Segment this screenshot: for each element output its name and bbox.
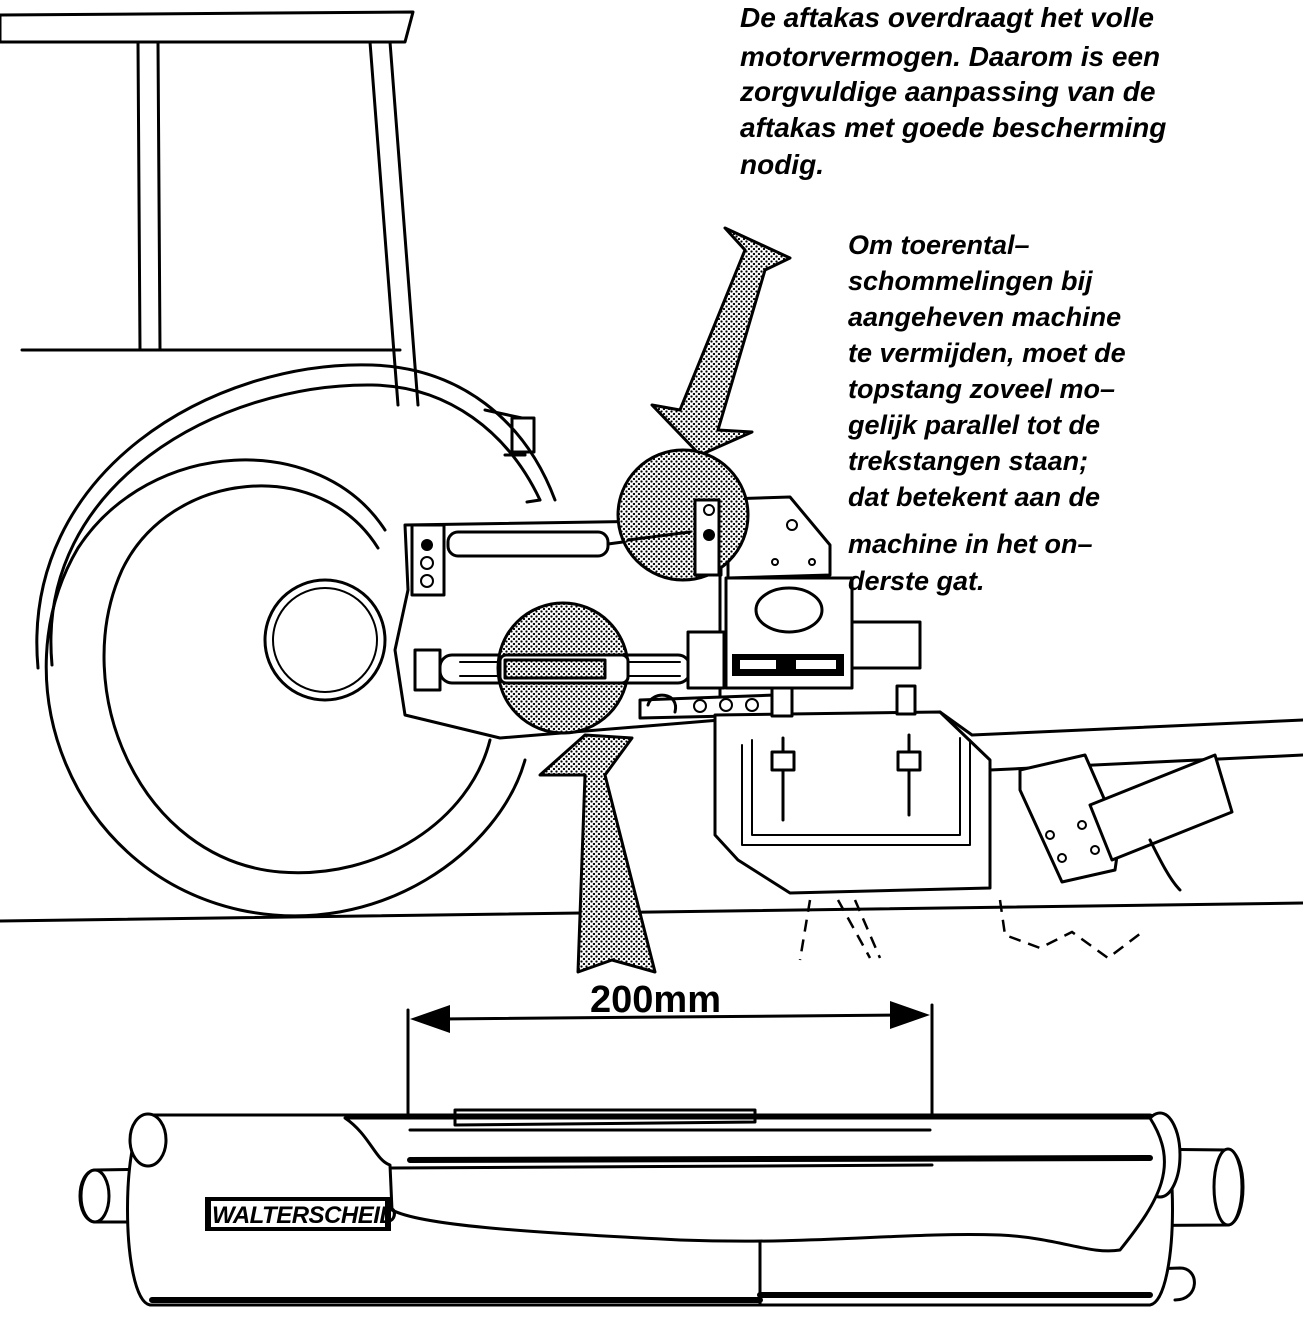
caption-pto-power-line-4: aftakas met goede bescherming bbox=[740, 112, 1166, 143]
caption-top-link-line-5: topstang zoveel mo– bbox=[848, 374, 1115, 404]
caption-pto-power: De aftakas overdraagt het volle motorver… bbox=[739, 2, 1166, 180]
caption-top-link-line-7: trekstangen staan; bbox=[848, 446, 1088, 476]
caption-top-link-line-6: gelijk parallel tot de bbox=[847, 410, 1100, 440]
magnifier-circle-top-link-icon bbox=[616, 448, 750, 582]
caption-pto-power-line-5: nodig. bbox=[740, 149, 824, 180]
caption-top-link: Om toerental– schommelingen bij aangehev… bbox=[847, 230, 1126, 596]
caption-top-link-line-2: schommelingen bij bbox=[848, 266, 1093, 296]
caption-top-link-line-1: Om toerental– bbox=[848, 230, 1030, 260]
caption-pto-power-line-3: zorgvuldige aanpassing van de bbox=[739, 76, 1155, 107]
highlight-arrow-up-icon bbox=[538, 733, 657, 974]
pto-shaft-detail bbox=[78, 1108, 1245, 1307]
walterscheid-label: WALTERSCHEID bbox=[212, 1202, 396, 1229]
caption-top-link-line-4: te vermijden, moet de bbox=[848, 338, 1126, 368]
magnifier-circle-pto-shaft-icon bbox=[496, 601, 630, 735]
ground-line bbox=[0, 901, 1303, 923]
tractor-cab bbox=[0, 10, 536, 457]
caption-top-link-line-10: derste gat. bbox=[848, 566, 985, 596]
rear-wheel bbox=[44, 458, 527, 918]
caption-top-link-line-8: dat betekent aan de bbox=[848, 482, 1100, 512]
caption-pto-power-line-2: motorvermogen. Daarom is een bbox=[740, 41, 1160, 72]
dimension-label: 200mm bbox=[590, 979, 721, 1021]
rear-fender bbox=[35, 363, 557, 670]
caption-top-link-line-9: machine in het on– bbox=[848, 529, 1093, 559]
caption-pto-power-line-1: De aftakas overdraagt het volle bbox=[740, 2, 1154, 33]
highlight-arrow-down-icon bbox=[650, 226, 792, 457]
machine-body bbox=[693, 495, 1303, 961]
caption-top-link-line-3: aangeheven machine bbox=[848, 302, 1121, 332]
